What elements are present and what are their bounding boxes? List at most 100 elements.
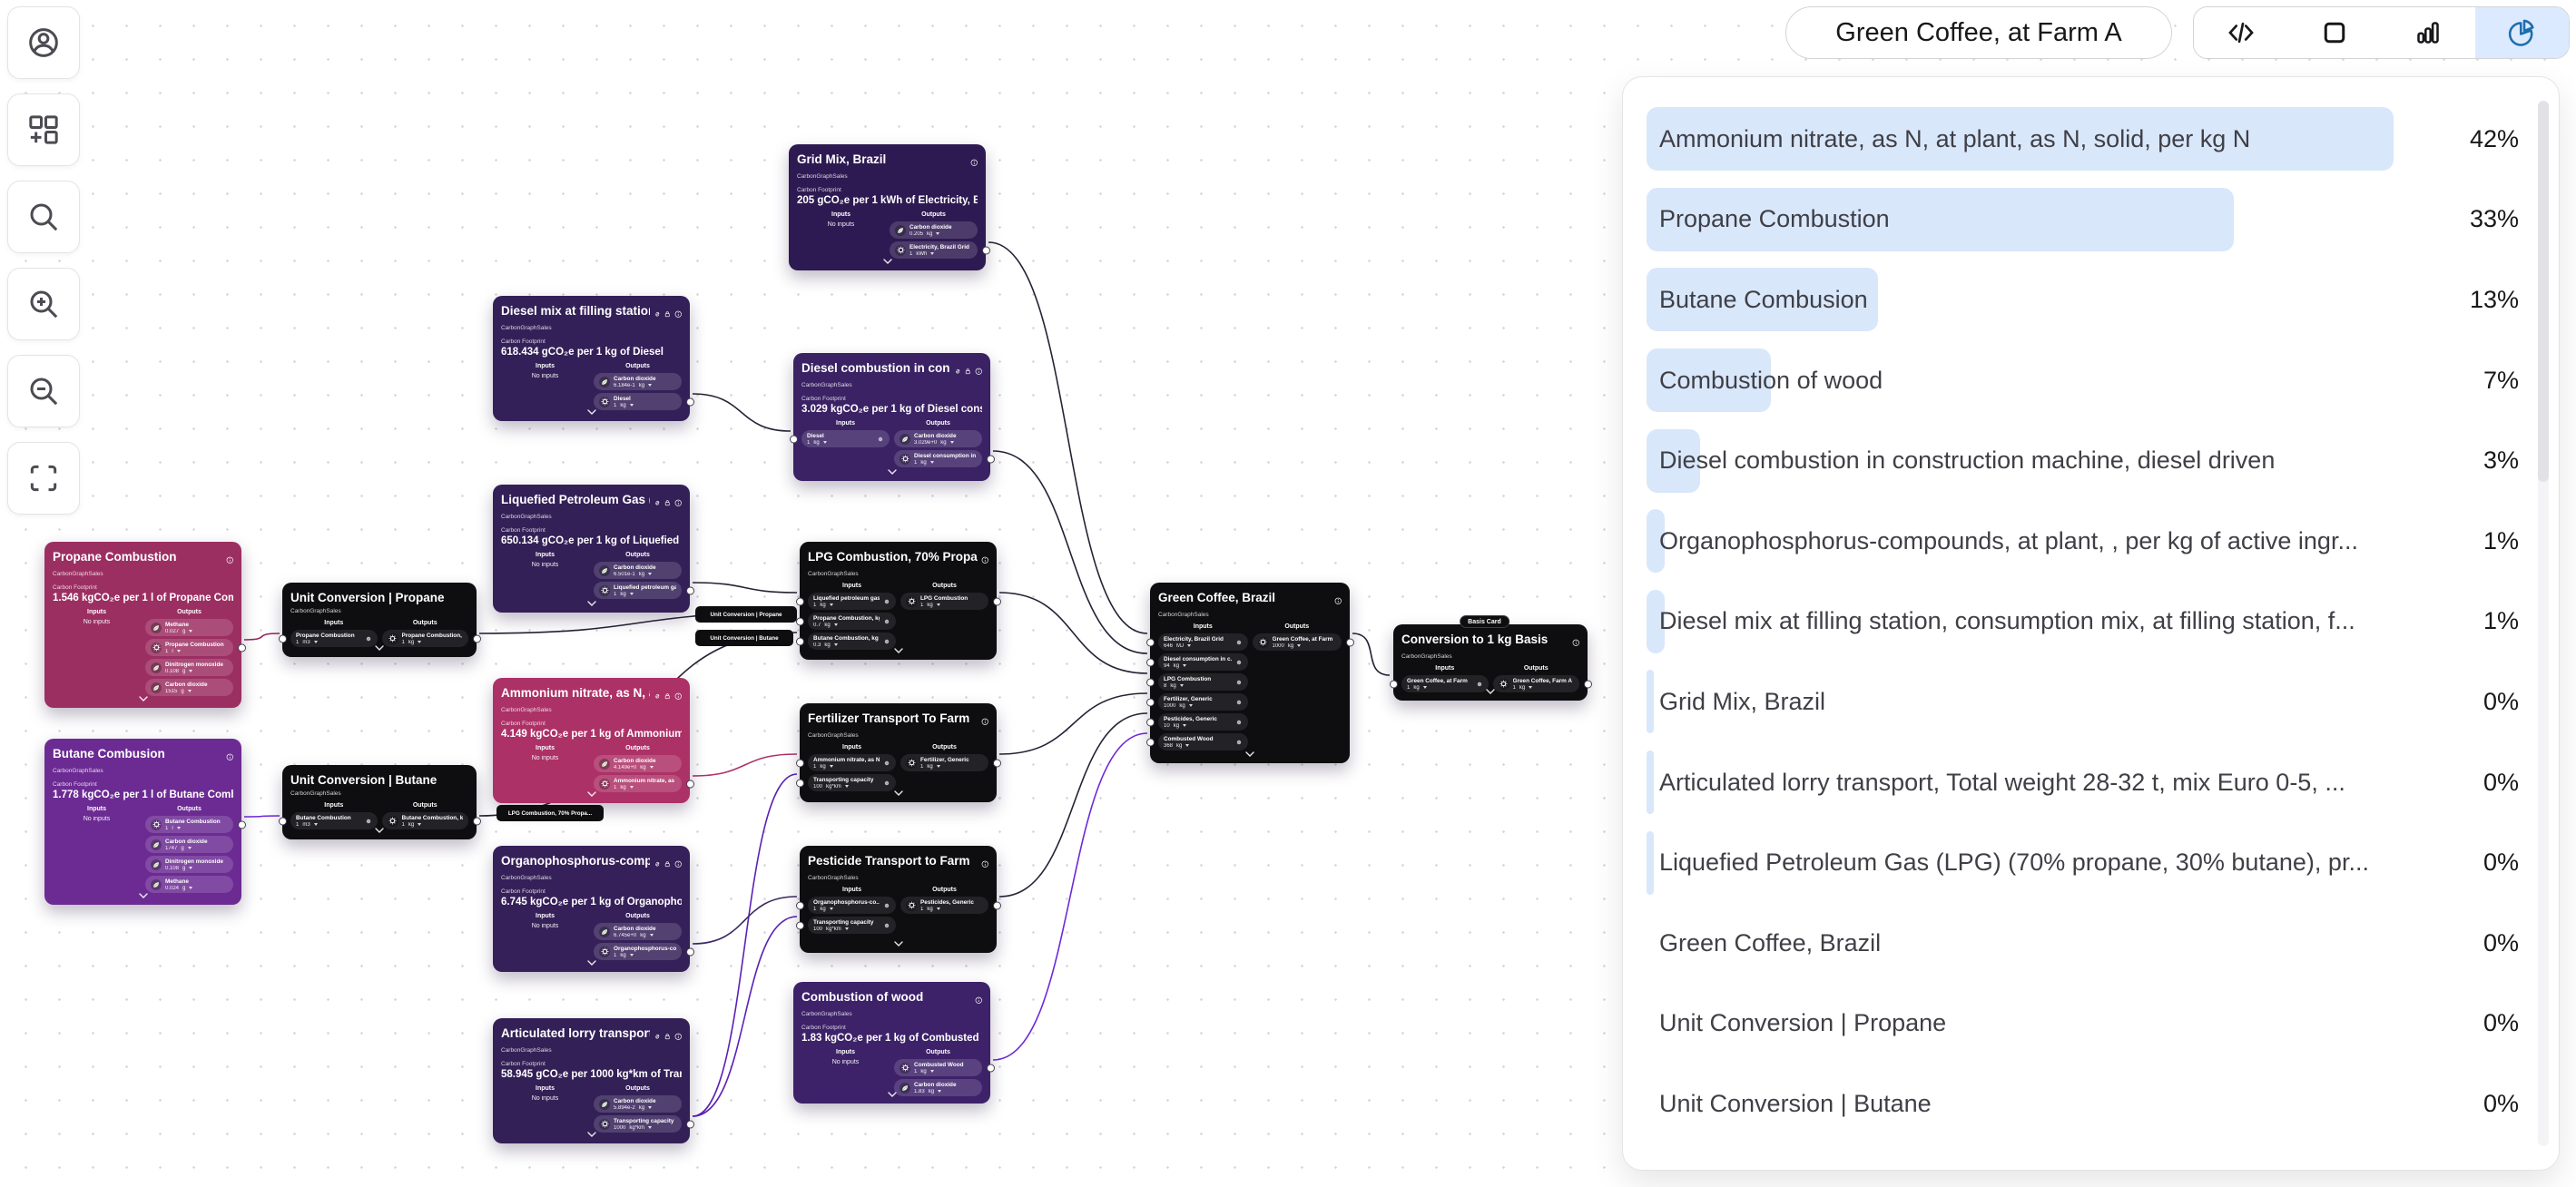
unit-dropdown-caret[interactable] [649,766,654,769]
unit-dropdown-caret[interactable] [629,786,634,789]
contribution-label-area[interactable]: Combustion of wood [1647,348,2412,413]
collapse-chevron-icon[interactable] [1244,745,1255,761]
collapse-chevron-icon[interactable] [374,821,385,838]
node-organo[interactable]: Organophosphorus-comp...CarbonGraphSales… [493,846,694,972]
info-icon[interactable] [981,552,989,568]
contribution-label-area[interactable]: Unit Conversion | Propane [1647,992,2412,1055]
user-button[interactable] [7,6,80,79]
output-port[interactable] [981,246,990,254]
contribution-label-area[interactable]: Diesel mix at filling station, consumpti… [1647,589,2412,653]
link-icon[interactable] [654,306,662,322]
output-port[interactable] [685,947,694,956]
link-icon[interactable] [654,495,662,511]
fit-view-button[interactable] [7,442,80,515]
collapse-chevron-icon[interactable] [887,1085,898,1102]
output-pill[interactable]: Diesel consumption in c...1kg [894,450,995,467]
info-icon[interactable] [674,1028,683,1045]
collapse-chevron-icon[interactable] [374,639,385,655]
unit-dropdown-caret[interactable] [936,765,940,768]
unit-dropdown-caret[interactable] [1183,664,1187,667]
unit-dropdown-caret[interactable] [629,954,634,956]
lock-icon[interactable] [664,306,672,322]
collapse-chevron-icon[interactable] [586,785,597,801]
node-diesel_mix[interactable]: Diesel mix at filling station...CarbonGr… [493,296,694,421]
input-settings-gear-icon[interactable] [1235,639,1243,646]
node-articulated[interactable]: Articulated lorry transport...CarbonGrap… [493,1018,694,1143]
contribution-label-area[interactable]: Liquefied Petroleum Gas (LPG) (70% propa… [1647,830,2412,895]
unit-dropdown-caret[interactable] [176,827,181,829]
input-settings-gear-icon[interactable] [1235,739,1243,746]
input-port[interactable] [1145,678,1155,686]
collapse-chevron-icon[interactable] [882,252,893,269]
unit-dropdown-caret[interactable] [1297,644,1302,647]
collapse-chevron-icon[interactable] [586,594,597,611]
input-settings-gear-icon[interactable] [883,638,890,645]
input-settings-gear-icon[interactable] [883,618,890,625]
collapse-chevron-icon[interactable] [893,935,904,951]
panel-scrollbar-thumb[interactable] [2538,101,2549,482]
input-settings-gear-icon[interactable] [1235,719,1243,726]
zoom-in-button[interactable] [7,268,80,340]
output-port[interactable] [685,586,694,594]
info-icon[interactable] [981,713,989,730]
input-settings-gear-icon[interactable] [883,598,890,605]
edge-label-chip[interactable]: LPG Combustion, 70% Propa... [497,805,604,821]
input-port[interactable] [789,435,798,443]
unit-dropdown-caret[interactable] [936,907,940,910]
unit-dropdown-caret[interactable] [418,641,422,643]
input-port[interactable] [795,921,804,929]
output-port[interactable] [986,455,995,463]
output-port[interactable] [685,1120,694,1128]
info-icon[interactable] [674,306,683,322]
unit-dropdown-caret[interactable] [833,643,838,646]
output-pill[interactable]: Ammonium nitrate, as N...1kg [594,775,694,792]
contribution-label-area[interactable]: Green Coffee, Brazil [1647,911,2412,975]
output-port[interactable] [986,1064,995,1072]
unit-dropdown-caret[interactable] [189,670,193,672]
unit-dropdown-caret[interactable] [929,1070,934,1073]
collapse-chevron-icon[interactable] [887,463,898,479]
contribution-row[interactable]: Diesel mix at filling station, consumpti… [1647,582,2519,662]
product-title-pill[interactable]: Green Coffee, at Farm A [1785,6,2172,59]
